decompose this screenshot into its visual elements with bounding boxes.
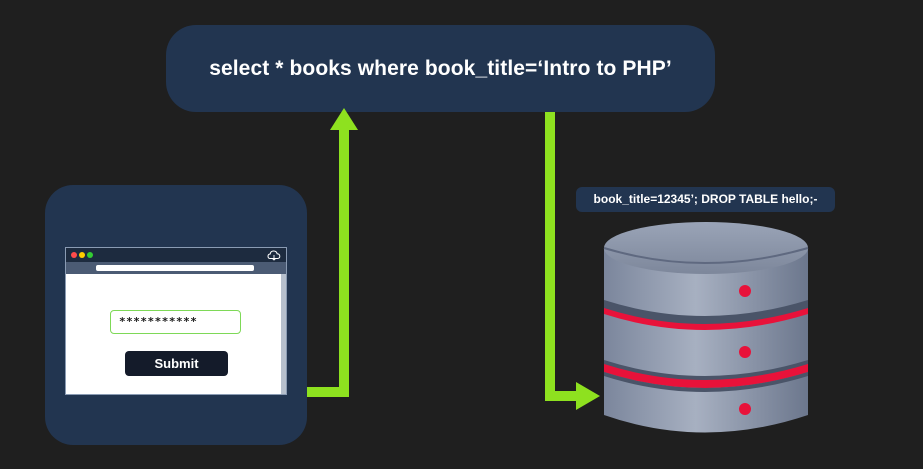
close-window-dot[interactable] bbox=[71, 252, 77, 258]
minimize-window-dot[interactable] bbox=[79, 252, 85, 258]
arrow-query-to-database bbox=[545, 112, 578, 401]
database-led-2 bbox=[739, 346, 751, 358]
arrow-right-head bbox=[576, 382, 600, 410]
browser-scrollbar[interactable] bbox=[281, 274, 286, 394]
maximize-window-dot[interactable] bbox=[87, 252, 93, 258]
browser-window: *********** Submit bbox=[65, 247, 287, 395]
password-input[interactable]: *********** bbox=[110, 310, 241, 334]
database-top-lid bbox=[604, 222, 808, 274]
arrow-up-head bbox=[330, 108, 358, 130]
database-led-1 bbox=[739, 285, 751, 297]
injection-payload-label: book_title=12345’; DROP TABLE hello;- bbox=[576, 187, 835, 212]
address-bar[interactable] bbox=[96, 265, 254, 271]
cloud-icon bbox=[267, 250, 281, 261]
database-tier-top bbox=[603, 222, 809, 324]
arrow-client-to-query bbox=[307, 128, 349, 397]
sql-query-text: select * books where book_title=‘Intro t… bbox=[209, 56, 672, 80]
submit-button[interactable]: Submit bbox=[125, 351, 228, 376]
database-red-band bbox=[604, 364, 808, 388]
sql-query-box: select * books where book_title=‘Intro t… bbox=[166, 25, 715, 112]
client-panel: *********** Submit bbox=[45, 185, 307, 445]
database-icon bbox=[603, 222, 809, 433]
database-led-3 bbox=[739, 403, 751, 415]
browser-toolbar bbox=[66, 262, 286, 274]
browser-titlebar bbox=[66, 248, 286, 262]
